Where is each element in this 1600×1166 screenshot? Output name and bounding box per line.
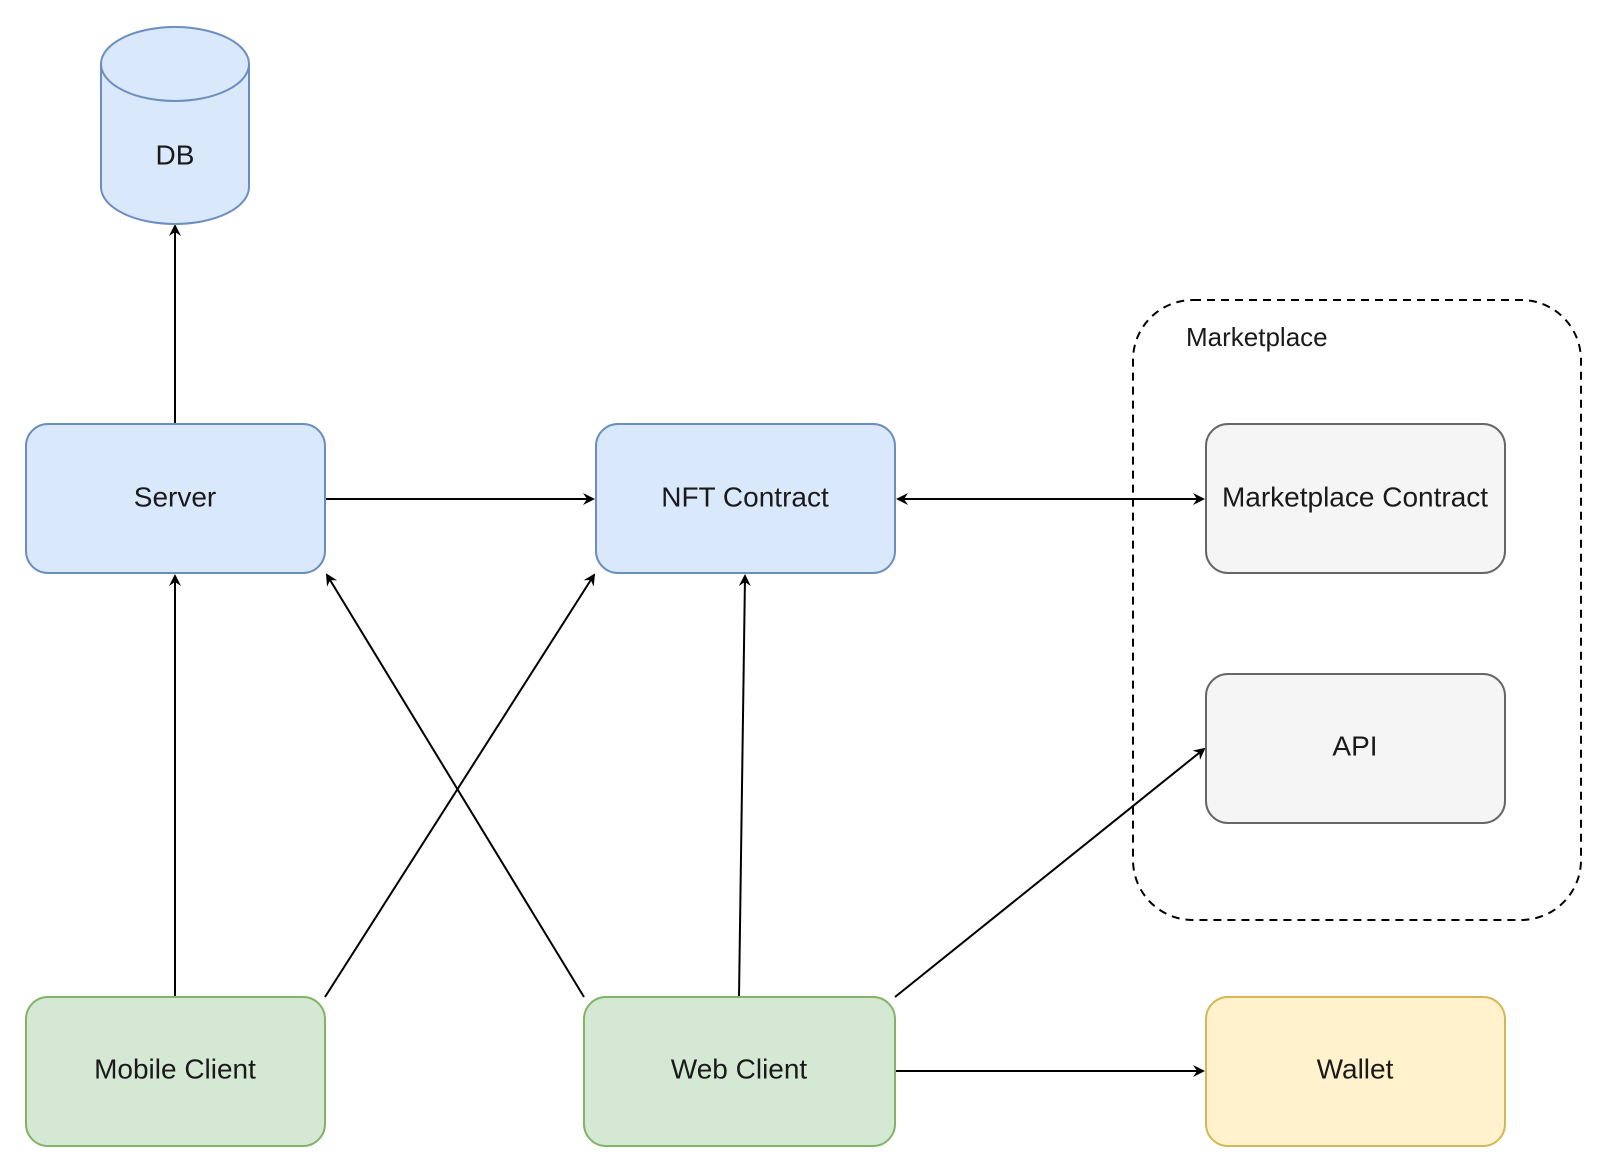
edges-layer [169,224,1206,1077]
api-node[interactable]: API [1205,673,1506,824]
marketplace-group-label: Marketplace [1186,322,1328,352]
mobile-client-label: Mobile Client [94,1053,256,1084]
web-client-label: Web Client [671,1053,808,1084]
edge-mobile-to-nft [324,573,596,998]
marketplace-contract-node[interactable]: Marketplace Contract [1205,423,1506,574]
edge-web-to-nft [738,574,751,998]
marketplace-contract-label: Marketplace Contract [1222,481,1488,512]
web-client-node[interactable]: Web Client [583,996,896,1147]
wallet-label: Wallet [1317,1053,1394,1084]
db-label: DB [156,139,195,170]
server-label: Server [134,481,216,512]
db-node[interactable]: DB [100,26,250,225]
wallet-node[interactable]: Wallet [1205,996,1506,1147]
mobile-client-node[interactable]: Mobile Client [25,996,326,1147]
server-node[interactable]: Server [25,423,326,574]
nft-contract-label: NFT Contract [661,481,829,512]
marketplace-group: Marketplace [1132,299,1582,921]
api-label: API [1332,730,1377,761]
edge-web-to-api [894,747,1206,998]
nft-contract-node[interactable]: NFT Contract [595,423,896,574]
edge-web-to-server [325,573,585,998]
